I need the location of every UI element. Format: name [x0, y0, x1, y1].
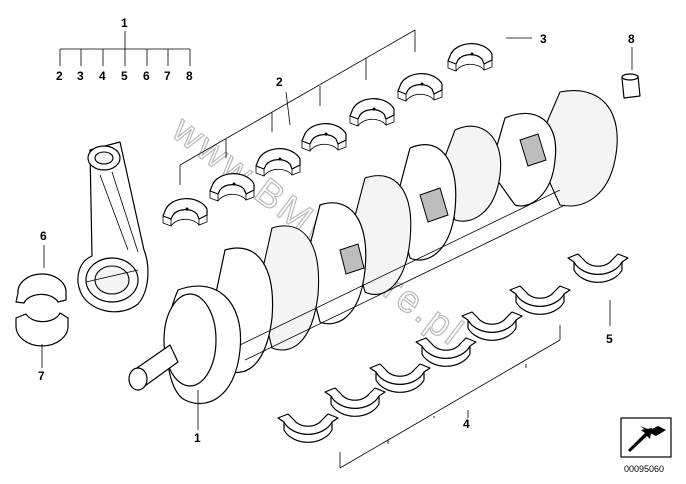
callout-legend: 1 2 3 4 5 6 7 8 — [56, 16, 193, 83]
callout-5-label: 5 — [606, 332, 613, 346]
legend-item-label: 4 — [99, 69, 106, 83]
dowel-sleeve-part — [621, 73, 641, 99]
legend-item-label: 3 — [77, 69, 84, 83]
callout-1-label: 1 — [194, 431, 201, 445]
diagram-code: 00095060 — [624, 464, 664, 474]
callout-line-4 — [339, 325, 561, 469]
callout-4-label: 4 — [463, 417, 470, 431]
legend-item-label: 6 — [143, 69, 150, 83]
parts-catalog-arrow-icon — [620, 417, 672, 458]
lower-thrust-shell — [567, 253, 629, 283]
connecting-rod-part — [77, 141, 149, 313]
callout-7-label: 7 — [38, 369, 45, 383]
rod-bearing-lower — [15, 312, 69, 347]
crankshaft-part — [128, 90, 618, 404]
legend-item-label: 5 — [121, 69, 128, 83]
legend-top-label: 1 — [121, 16, 128, 30]
callout-line-2 — [179, 29, 416, 185]
callout-2-label: 2 — [276, 75, 283, 89]
legend-item-label: 8 — [186, 69, 193, 83]
rod-bearing-upper — [15, 273, 67, 304]
callout-3-label: 3 — [540, 32, 547, 46]
legend-item-label: 2 — [56, 69, 63, 83]
thrust-bearing-shell — [447, 43, 493, 72]
callout-6-label: 6 — [40, 229, 47, 243]
callout-8-label: 8 — [628, 32, 635, 46]
legend-item-label: 7 — [164, 69, 171, 83]
